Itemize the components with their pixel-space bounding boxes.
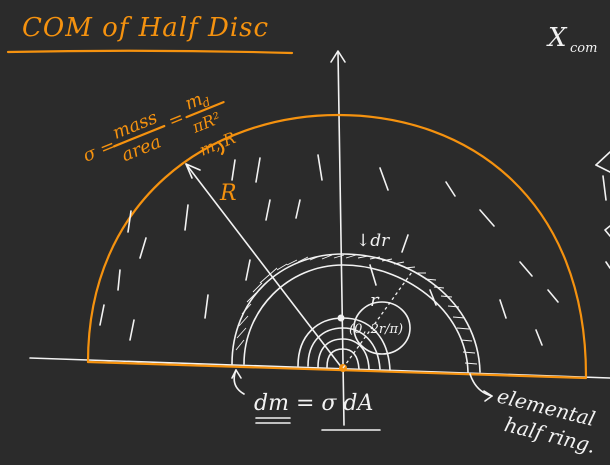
disc-hatching bbox=[99, 154, 559, 346]
r-line bbox=[342, 271, 413, 369]
density-arrow bbox=[216, 140, 225, 156]
edge-sketch bbox=[595, 151, 610, 269]
radius-label: R bbox=[219, 181, 237, 206]
density-fraction-bar bbox=[113, 124, 166, 148]
centroid-circle bbox=[353, 301, 411, 355]
dm-leader-arrowhead bbox=[231, 369, 242, 379]
centroid-label: (0, 2r/π) bbox=[349, 322, 403, 337]
radius-line bbox=[185, 163, 343, 369]
ring-leader-arrowhead bbox=[483, 390, 493, 402]
r-label: r bbox=[370, 290, 380, 311]
y-axis-arrowhead bbox=[330, 50, 346, 63]
page-title: COM of Half Disc bbox=[22, 13, 269, 43]
title-underline bbox=[6, 49, 294, 55]
corner-label: X bbox=[546, 23, 568, 53]
ring-leader bbox=[469, 373, 493, 397]
density-lhs: σ = bbox=[80, 135, 119, 167]
ring-outer bbox=[231, 253, 481, 373]
corner-label-subscript: com bbox=[570, 41, 597, 56]
ring-inner bbox=[243, 264, 469, 373]
centroid-dot bbox=[337, 314, 345, 322]
ring-label: elemental half ring. bbox=[495, 384, 598, 458]
dr-label: ↓dr bbox=[356, 231, 390, 251]
half-disc-outline bbox=[86, 113, 588, 378]
density-annotation: σ = mass area = m d πR² m, R bbox=[80, 89, 238, 167]
density-numerator2: m bbox=[182, 89, 206, 115]
dm-formula: dm = σ dA bbox=[254, 391, 373, 416]
ring-hatch bbox=[235, 254, 478, 365]
density-equals: = bbox=[165, 107, 187, 132]
half-disc-diameter bbox=[86, 360, 588, 380]
density-fraction-bar-2 bbox=[185, 101, 225, 119]
radius-arrowhead bbox=[185, 163, 201, 179]
inner-arcs bbox=[297, 317, 391, 371]
